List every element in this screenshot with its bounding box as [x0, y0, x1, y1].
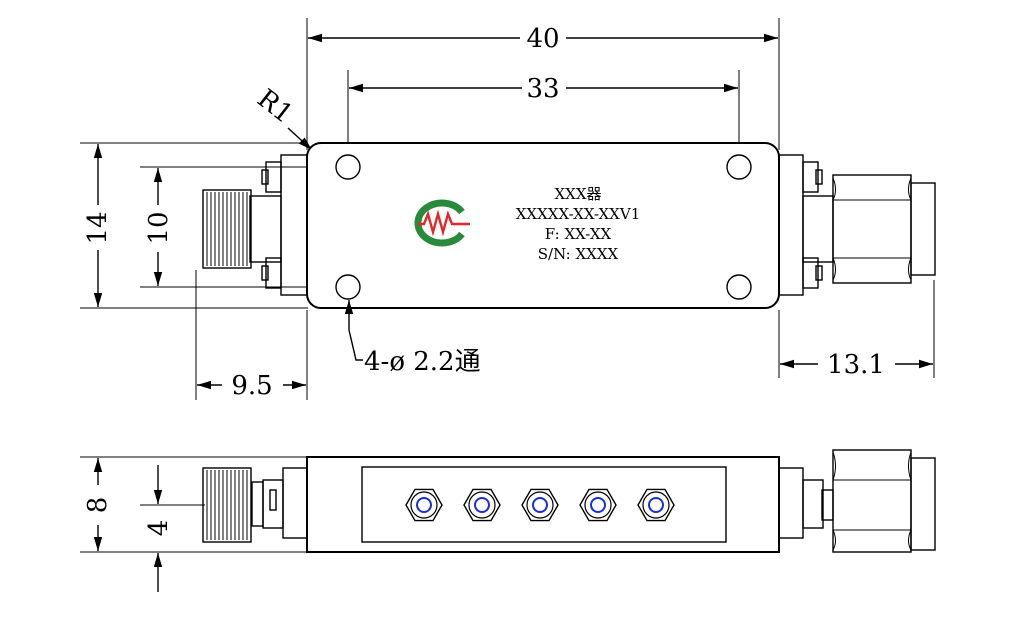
- screw-hex-nut: [637, 488, 675, 522]
- screw-hex-nut: [579, 488, 617, 522]
- screw-head: [648, 497, 664, 513]
- dim-height: 14: [83, 211, 113, 244]
- screw-washer: [584, 491, 612, 519]
- dim-right-connector: 13.1: [827, 350, 885, 380]
- label-line-1: XXX器: [554, 185, 601, 203]
- tuning-screw: [637, 488, 675, 522]
- dim-hole-pitch: 10: [144, 211, 174, 244]
- left-flange: [249, 154, 308, 296]
- mounting-hole: [726, 274, 752, 300]
- screw-washer: [526, 491, 554, 519]
- mounting-hole: [335, 274, 361, 300]
- dim-thickness: 8: [83, 497, 113, 514]
- tuning-screw: [463, 488, 501, 522]
- screw-washer: [468, 491, 496, 519]
- screw-head: [532, 497, 548, 513]
- screw-hex-nut: [521, 488, 559, 522]
- screw-washer: [410, 491, 438, 519]
- label-line-2: XXXXX-XX-XXV1: [516, 205, 640, 223]
- dim-left-connector: 9.5: [231, 371, 272, 401]
- tuning-screw: [521, 488, 559, 522]
- screw-hex-nut: [405, 488, 443, 522]
- side-right-connector: [832, 449, 936, 553]
- tuning-screw: [405, 488, 443, 522]
- dim-connector-center: 4: [144, 520, 174, 537]
- dim-overall-length: 40: [526, 24, 559, 54]
- screw-head: [416, 497, 432, 513]
- tuning-screws: [405, 488, 675, 522]
- screw-washer: [642, 491, 670, 519]
- tuning-screw: [579, 488, 617, 522]
- mounting-hole: [335, 154, 361, 180]
- side-view: 8 4: [80, 449, 936, 592]
- side-right-flange: [778, 467, 834, 539]
- screw-hex-nut: [463, 488, 501, 522]
- right-flange: [778, 154, 834, 296]
- label-line-4: S/N: XXXX: [538, 245, 619, 263]
- right-connector: [832, 174, 936, 284]
- screw-head: [474, 497, 490, 513]
- logo-wave: [418, 209, 470, 237]
- dim-corner-radius: R1: [251, 84, 298, 130]
- filter-body: [306, 142, 780, 309]
- dim-hole-spacing: 33: [526, 74, 559, 104]
- side-left-connector: [202, 467, 252, 543]
- mounting-hole: [726, 154, 752, 180]
- side-left-flange: [251, 467, 308, 539]
- label-line-3: F: XX-XX: [545, 225, 612, 243]
- company-logo: [414, 199, 470, 247]
- left-connector: [202, 189, 252, 269]
- dim-hole-note: 4-ø 2.2通: [364, 347, 481, 377]
- top-view: 40 33 R1 14 10 4-ø 2.2通: [80, 18, 936, 401]
- side-cover-panel: [361, 466, 727, 543]
- screw-head: [590, 497, 606, 513]
